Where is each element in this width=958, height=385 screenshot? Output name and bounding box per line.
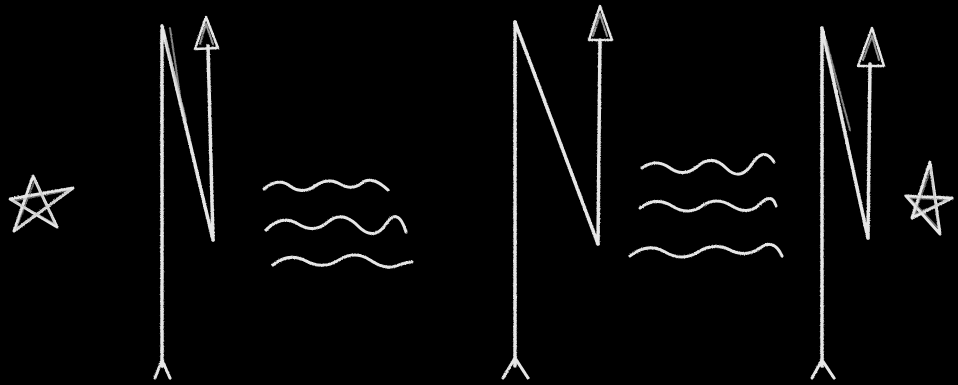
n-arrow-2-right-stroke [598,40,600,244]
n-arrow-2 [503,6,612,378]
n-arrow-1-fletching [155,360,170,378]
wavy-lines-2 [630,154,782,257]
n-arrow-3 [812,28,884,378]
n-arrow-1-head [195,17,218,49]
n-arrow-3-head [858,28,884,66]
n-arrow-1 [155,17,218,378]
star-left-icon [10,176,73,231]
n-arrow-3-fletching [812,360,834,378]
n-arrow-2-fletching [503,358,528,378]
n-arrow-3-right-stroke [868,64,870,238]
n-arrow-2-diagonal [515,22,598,244]
star-right-icon [906,162,952,234]
n-arrow-1-right-stroke [208,46,213,240]
wavy-lines-1 [264,180,412,267]
